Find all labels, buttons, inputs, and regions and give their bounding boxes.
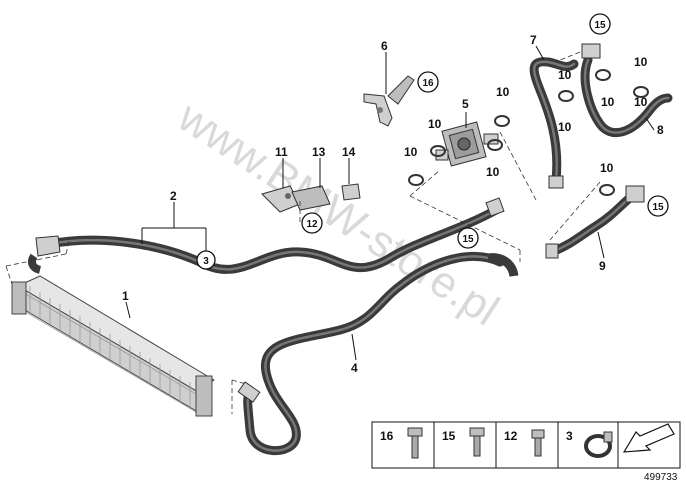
svg-text:15: 15 <box>652 202 664 213</box>
callout-13: 13 <box>312 145 326 159</box>
circled-callout-15: 15 <box>457 227 479 249</box>
callout-7: 7 <box>530 33 537 47</box>
svg-text:12: 12 <box>306 219 318 230</box>
callout-4: 4 <box>351 361 358 375</box>
circled-callout-3: 3 <box>196 250 216 270</box>
svg-text:15: 15 <box>442 429 456 443</box>
hose-4 <box>237 251 519 455</box>
svg-text:15: 15 <box>594 20 606 31</box>
callout-10: 10 <box>558 68 572 82</box>
callout-8: 8 <box>657 123 664 137</box>
valve-5 <box>435 121 499 167</box>
callout-10: 10 <box>428 117 442 131</box>
callout-9: 9 <box>599 259 606 273</box>
circled-callout-15: 15 <box>647 195 669 217</box>
callout-10: 10 <box>634 95 648 109</box>
circled-callout-12: 12 <box>301 212 323 234</box>
callout-10: 10 <box>558 120 572 134</box>
circled-callout-15: 15 <box>589 13 611 35</box>
svg-text:16: 16 <box>422 78 434 89</box>
callout-11: 11 <box>275 145 288 159</box>
o-rings <box>408 69 649 196</box>
legend-cell-12: 12 <box>504 429 545 457</box>
diagram-number: 499733 <box>644 472 678 483</box>
callout-10: 10 <box>496 85 510 99</box>
svg-text:12: 12 <box>504 429 518 443</box>
callout-10: 10 <box>404 145 418 159</box>
callout-2: 2 <box>170 189 177 203</box>
callout-6: 6 <box>381 39 388 53</box>
bolt-icon <box>469 427 485 457</box>
callout-10: 10 <box>634 55 648 69</box>
callout-14: 14 <box>342 145 356 159</box>
legend-strip: 16 15 12 3 <box>371 421 681 469</box>
svg-text:16: 16 <box>380 429 394 443</box>
radiator <box>11 275 215 417</box>
bracket-6 <box>363 75 415 127</box>
hose-9 <box>545 185 645 259</box>
arrow-icon <box>622 423 675 453</box>
callout-10: 10 <box>486 165 500 179</box>
bolt-icon <box>407 427 423 459</box>
bolt-icon <box>531 429 545 457</box>
legend-cell-3: 3 <box>566 429 613 458</box>
hose-8 <box>580 43 673 137</box>
legend-cell-15: 15 <box>442 427 485 457</box>
legend-cell-arrow <box>622 423 675 453</box>
circled-callout-16: 16 <box>417 71 439 93</box>
callout-5: 5 <box>462 97 469 111</box>
svg-text:3: 3 <box>203 256 209 267</box>
bracket-group <box>261 183 361 213</box>
hose-2 <box>28 197 505 274</box>
hose-7 <box>529 57 579 189</box>
hose-clamp-icon <box>584 431 613 458</box>
guide-lines <box>5 51 601 414</box>
leader-lines <box>125 45 655 361</box>
callout-10: 10 <box>601 95 615 109</box>
svg-text:15: 15 <box>462 234 474 245</box>
svg-text:3: 3 <box>566 429 573 443</box>
callout-1: 1 <box>122 289 129 303</box>
legend-cell-16: 16 <box>380 427 423 459</box>
callout-10: 10 <box>600 161 614 175</box>
